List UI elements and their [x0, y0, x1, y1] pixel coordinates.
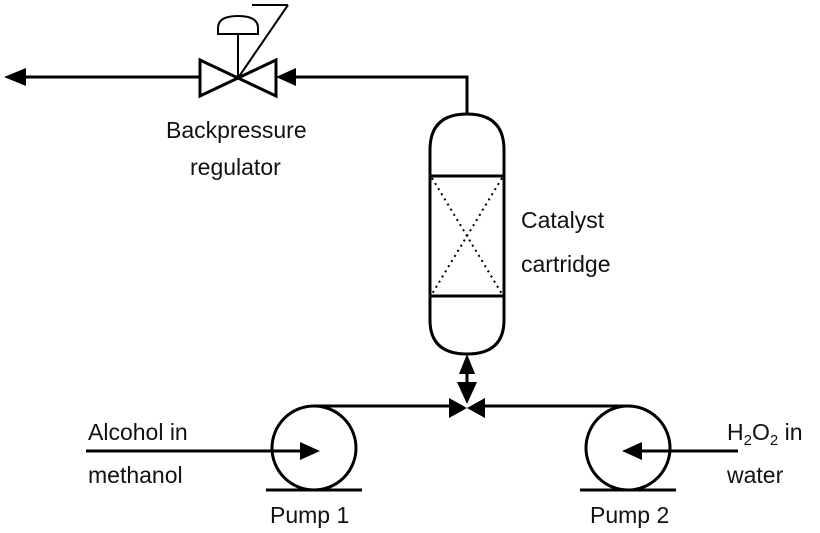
catalyst-label-line1: Catalyst: [521, 207, 605, 233]
feed-2-label-line2: water: [726, 462, 784, 488]
feed-1-label-line1: Alcohol in: [88, 419, 188, 445]
regulator-label-line1: Backpressure: [166, 117, 307, 143]
outlet-line: [4, 68, 200, 86]
feed-2-o: O: [752, 419, 770, 445]
feed-2-line: [622, 442, 738, 460]
pump-1-icon: [266, 404, 449, 492]
feed-2-sub1: 2: [744, 432, 752, 449]
feed-2-in: in: [778, 419, 802, 445]
feed-1-line: [86, 442, 320, 460]
feed-2-label-line1: H2O2 in: [727, 419, 803, 449]
backpressure-regulator-icon: [198, 4, 289, 99]
catalyst-cartridge-icon: [428, 112, 506, 356]
feed-1-label-line2: methanol: [88, 462, 183, 488]
pump-2-label: Pump 2: [590, 502, 669, 528]
regulator-label-line2: regulator: [190, 154, 281, 180]
feed-2-h: H: [727, 419, 744, 445]
cartridge-to-regulator-line: [276, 68, 469, 114]
mixing-tee-icon: [449, 382, 485, 418]
feed-2-sub2: 2: [770, 432, 778, 449]
pump-2-icon: [485, 404, 676, 492]
pump-1-label: Pump 1: [270, 502, 349, 528]
catalyst-label-line2: cartridge: [521, 251, 610, 277]
